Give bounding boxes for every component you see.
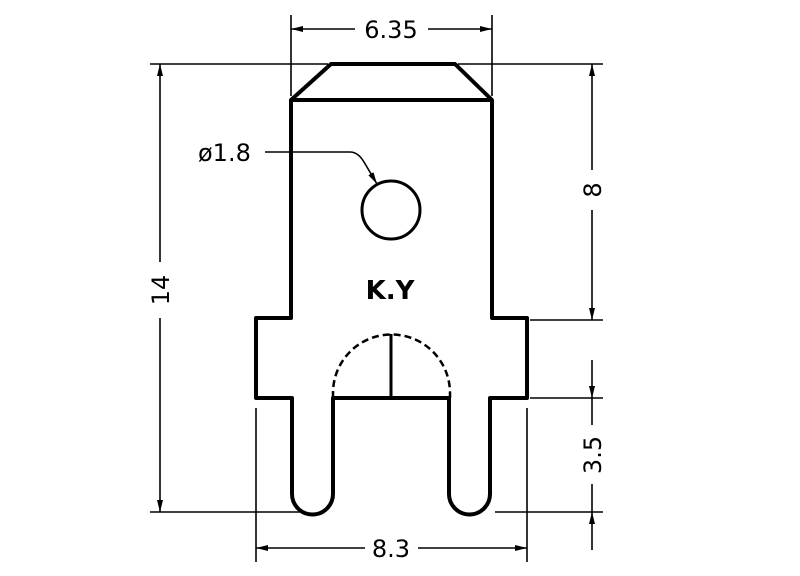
dim-total-height: 14 xyxy=(147,275,175,306)
dim-base-width: 8.3 xyxy=(372,535,410,563)
dim-top-width: 6.35 xyxy=(364,16,417,44)
dim-hole-diameter: ø1.8 xyxy=(198,139,251,167)
mounting-hole xyxy=(360,179,422,241)
leader-line xyxy=(265,151,378,185)
part-marking: K.Y xyxy=(366,276,416,306)
terminal-outline xyxy=(254,62,529,517)
dim-upper-height: 8 xyxy=(579,182,607,197)
hidden-arc xyxy=(331,333,452,398)
dim-pin-length: 3.5 xyxy=(579,436,607,474)
